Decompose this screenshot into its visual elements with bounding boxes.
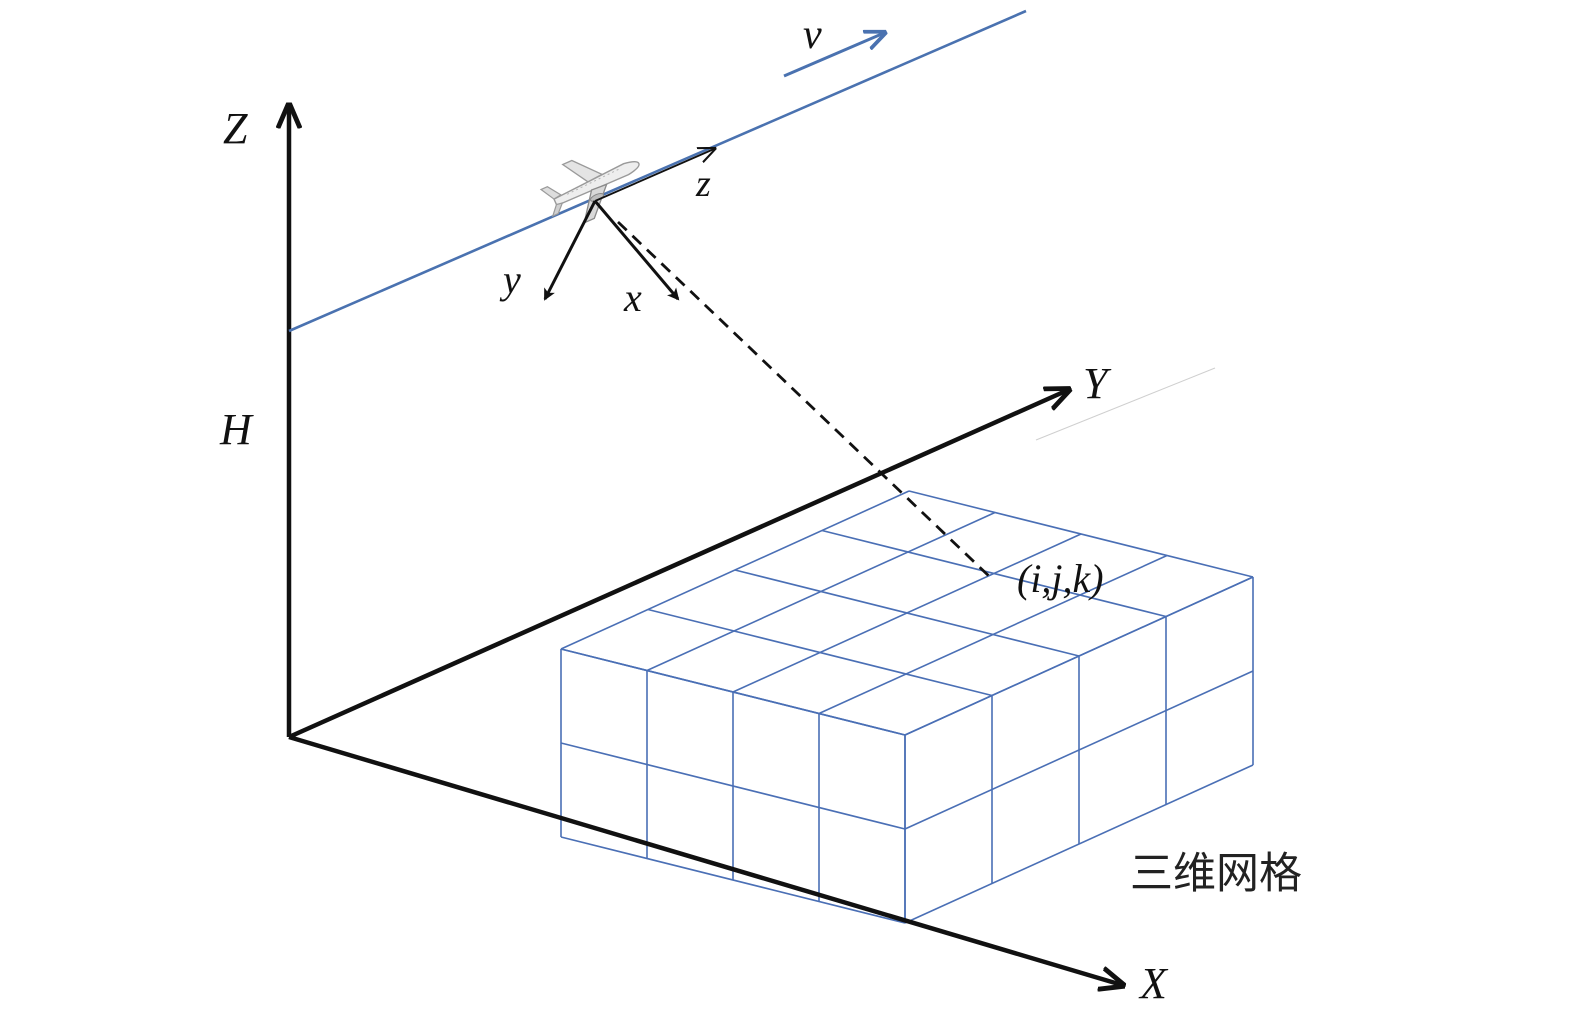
grid-line (560, 648, 906, 736)
grid-line (821, 529, 1167, 618)
y-axis (288, 390, 1068, 740)
body-x-label: x (623, 275, 642, 320)
body-y-label: y (499, 257, 521, 302)
body-z-label: z (695, 163, 711, 205)
airplane-icon (539, 159, 640, 224)
body-z-axis (594, 149, 714, 202)
faint-guide-line (1035, 367, 1216, 441)
body-y-axis (543, 200, 597, 301)
grid-caption: 三维网格 (1130, 849, 1302, 899)
grid-line (647, 608, 993, 697)
grid-line (560, 836, 906, 924)
grid-line (904, 576, 1254, 736)
body-x-axis (593, 200, 680, 301)
grid-line (908, 490, 1254, 578)
height-label: H (219, 405, 254, 454)
velocity-arrow (783, 33, 884, 78)
grid-line (560, 742, 906, 830)
grid-point-label: (i,j,k) (1017, 556, 1104, 601)
grid-line (734, 569, 1080, 657)
axis-z-label: Z (223, 104, 248, 153)
x-axis (288, 734, 1122, 985)
axis-y-label: Y (1083, 359, 1112, 408)
line-of-sight (617, 220, 992, 580)
velocity-label: v (803, 12, 822, 58)
3d-grid (560, 490, 1254, 924)
grid-line (904, 764, 1254, 924)
axis-x-label: X (1138, 959, 1169, 1008)
flight-path-line (288, 9, 1027, 333)
grid-line (904, 670, 1254, 830)
